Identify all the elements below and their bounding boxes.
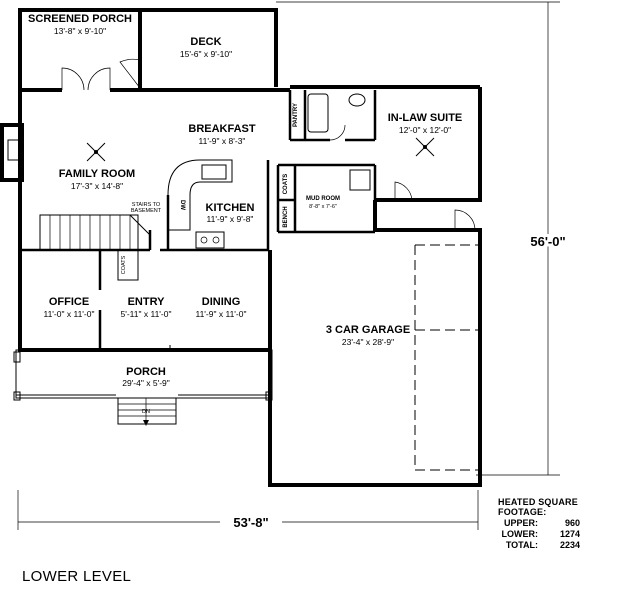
footage-value: 960 [564, 518, 580, 528]
stairs-label-line1: STAIRS TO [132, 202, 161, 208]
dining-name: DINING [202, 296, 241, 308]
small-labels: PANTRY COATS BENCH COATS STAIRS TO BASEM… [121, 103, 299, 415]
dn-label: DN [142, 409, 150, 415]
porch-structure [13, 345, 273, 426]
mud-room-dims: 8'-8" x 7'-6" [309, 204, 337, 210]
in-law-suite-name: IN-LAW SUITE [388, 112, 463, 124]
office-name: OFFICE [49, 296, 89, 308]
heated-footage-table: HEATED SQUARE FOOTAGE: UPPER: 960 LOWER:… [498, 497, 623, 550]
deck-name: DECK [190, 36, 221, 48]
room-labels: SCREENED PORCH 13'-8" x 9'-10" DECK 15'-… [28, 13, 462, 388]
screened-porch-dims: 13'-8" x 9'-10" [54, 26, 106, 36]
kitchen-counters [167, 159, 233, 249]
pantry-label: PANTRY [293, 103, 299, 127]
office-dims: 11'-0" x 11'-0" [43, 309, 94, 319]
bath-fixtures [307, 93, 371, 191]
footage-label: TOTAL: [505, 540, 538, 550]
footage-value: 1274 [559, 529, 580, 539]
footage-value: 2234 [559, 540, 580, 550]
footage-row-upper: UPPER: 960 [498, 518, 623, 528]
mud-room-name: MUD ROOM [306, 196, 340, 202]
screened-porch-name: SCREENED PORCH [28, 13, 132, 25]
heated-footage-title: HEATED SQUARE FOOTAGE: [498, 497, 578, 517]
family-room-dims: 17'-3" x 14'-8" [71, 181, 123, 191]
breakfast-dims: 11'-9" x 8'-3" [199, 136, 246, 146]
breakfast-name: BREAKFAST [188, 123, 256, 135]
basement-stairs [39, 214, 151, 251]
footage-row-total: TOTAL: 2234 [498, 540, 623, 550]
family-room-name: FAMILY ROOM [59, 168, 135, 180]
overall-depth-label: 56'-0" [530, 234, 565, 249]
garage-dims: 23'-4" x 28'-9" [342, 337, 394, 347]
footage-row-lower: LOWER: 1274 [498, 529, 623, 539]
kitchen-name: KITCHEN [206, 202, 255, 214]
coats-label: COATS [283, 174, 289, 195]
footage-label: UPPER: [503, 518, 538, 528]
porch-name: PORCH [126, 366, 166, 378]
garage-doors [414, 244, 478, 471]
stairs-label-line2: BASEMENT [131, 208, 162, 214]
ceiling-fans [86, 137, 435, 162]
entry-name: ENTRY [128, 296, 166, 308]
dw-label: DW [179, 200, 185, 210]
fireplace [0, 123, 24, 182]
garage-name: 3 CAR GARAGE [326, 324, 410, 336]
doors [61, 58, 476, 231]
footage-label: LOWER: [501, 529, 539, 539]
entry-dims: 5'-11" x 11'-0" [120, 309, 171, 319]
in-law-suite-dims: 12'-0" x 12'-0" [399, 125, 451, 135]
overall-dimensions: 56'-0" 53'-8" [233, 231, 568, 530]
dimension-lines [17, 1, 560, 530]
dining-dims: 11'-9" x 11'-0" [195, 309, 246, 319]
kitchen-dims: 11'-9" x 9'-8" [207, 214, 254, 224]
porch-dims: 29'-4" x 5'-9" [122, 378, 170, 388]
deck-dims: 15'-6" x 9'-10" [180, 49, 232, 59]
coats-entry-label: COATS [121, 255, 127, 274]
overall-width-label: 53'-8" [233, 515, 268, 530]
exterior-walls [18, 8, 482, 487]
level-title: LOWER LEVEL [22, 568, 132, 585]
bench-label: BENCH [283, 206, 289, 227]
